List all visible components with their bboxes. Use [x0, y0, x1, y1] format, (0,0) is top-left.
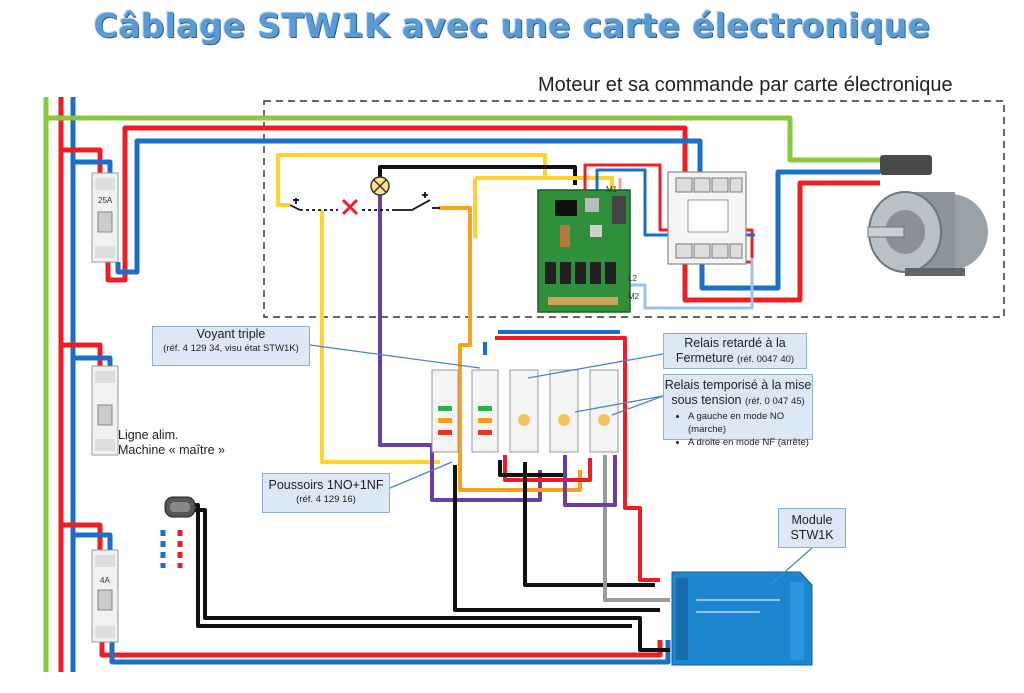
delay-relay-closing [509, 369, 539, 453]
breaker-25a [91, 172, 119, 263]
callout-voyant-triple: Voyant triple (réf. 4 129 34, visu état … [152, 326, 310, 366]
board-terminal-m1: M1 [606, 185, 618, 194]
breaker-4a-label: 4A [100, 576, 110, 585]
timed-relay-nf [589, 369, 619, 453]
callout-relais-tempo-ref: (réf. 0 047 45) [745, 396, 805, 407]
motor-icon [867, 155, 988, 276]
motor-zone-frame [263, 100, 1005, 318]
indicator-triple [431, 369, 459, 453]
ligne-alim-label: Ligne alim. Machine « maître » [118, 428, 225, 458]
pushbutton-module [471, 369, 499, 453]
cross-icon [341, 198, 359, 216]
callout-module-line1: Module [791, 513, 833, 527]
callout-poussoirs-ref: (réf. 4 129 16) [296, 494, 356, 505]
lamp-icon [370, 176, 390, 196]
callout-module-stw1k: Module STW1K [778, 508, 846, 548]
callout-poussoirs-title: Poussoirs 1NO+1NF [268, 478, 384, 492]
ligne-alim-line1: Ligne alim. [118, 428, 179, 442]
callout-relais-retarde: Relais retardé à la Fermeture (réf. 0047… [663, 333, 807, 369]
page-title: Câblage STW1K avec une carte électroniqu… [93, 6, 931, 45]
timed-relay-no [549, 369, 579, 453]
callout-relais-temporise: Relais temporisé à la mise sous tension … [663, 374, 813, 448]
callout-relais-tempo-bullet-1: A gauche en mode NO (marche) [688, 410, 812, 436]
callout-poussoirs: Poussoirs 1NO+1NF (réf. 4 129 16) [262, 473, 390, 513]
callout-relais-tempo-bullet-2: A droite en mode NF (arrête) [688, 436, 812, 449]
breaker-middle [91, 365, 119, 456]
callout-relais-tempo-line2: sous tension [671, 393, 742, 407]
callout-relais-retarde-ref: (réf. 0047 40) [737, 354, 795, 365]
callout-pointers [309, 344, 813, 586]
breaker-25a-label: 25A [98, 196, 113, 205]
breaker-4a [91, 549, 119, 643]
callout-relais-retarde-line2: Fermeture [675, 351, 734, 365]
contactor [667, 171, 747, 265]
callout-relais-retarde-line1: Relais retardé à la [684, 336, 786, 350]
stw1k-module [671, 571, 813, 666]
electronic-board [537, 189, 631, 313]
board-terminal-l2: L2 [628, 274, 637, 283]
motor-zone-label: Moteur et sa commande par carte électron… [538, 74, 953, 96]
board-terminal-m2: M2 [628, 292, 640, 301]
callout-relais-tempo-line1: Relais temporisé à la mise [664, 378, 812, 392]
callout-voyant-title: Voyant triple [196, 327, 266, 341]
callout-module-line2: STW1K [790, 528, 834, 542]
switch-icon [395, 192, 440, 211]
ligne-alim-line2: Machine « maître » [118, 443, 225, 457]
control-wires [190, 153, 755, 652]
current-transformer-icon [164, 496, 196, 518]
pushbutton-icon [289, 198, 395, 211]
callout-voyant-ref: (réf. 4 129 34, visu état STW1K) [163, 343, 299, 354]
